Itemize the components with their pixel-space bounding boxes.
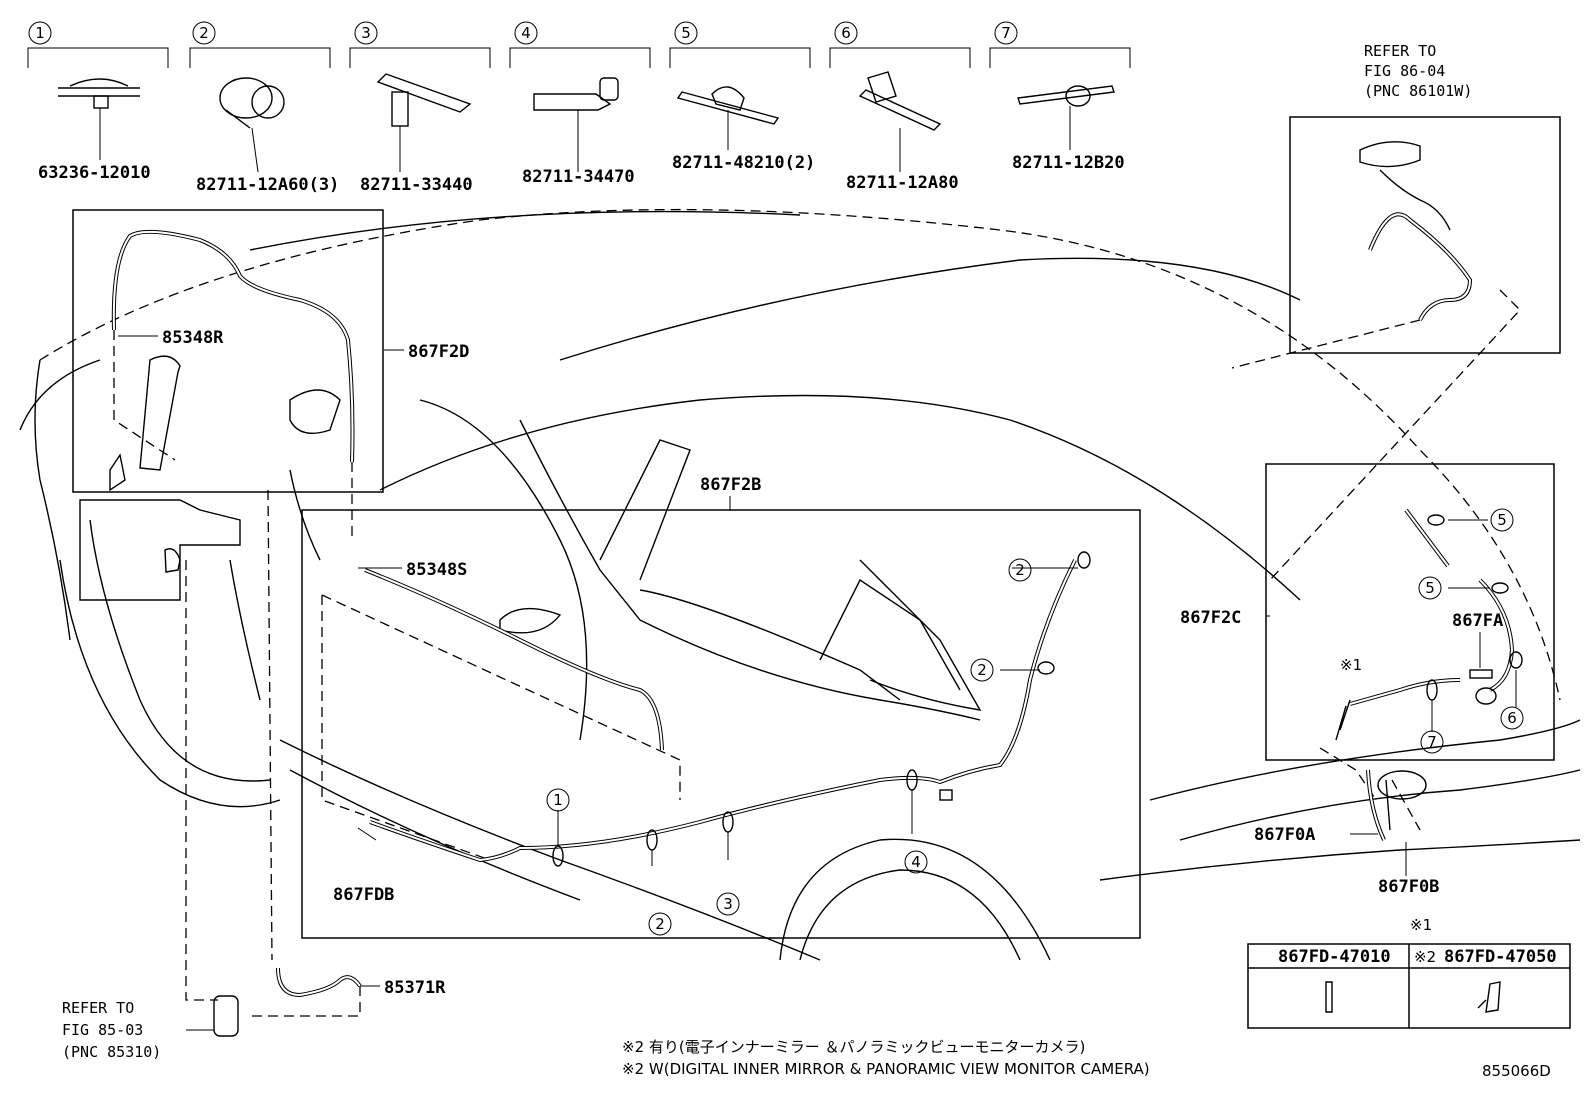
figure-id: 855066D bbox=[1482, 1062, 1551, 1080]
label-867F2D: 867F2D bbox=[408, 342, 469, 362]
refer-bottom-line2: FIG 85-03 bbox=[62, 1021, 143, 1039]
clip-1-index: 1 bbox=[35, 24, 45, 42]
label-867FA: 867FA bbox=[1452, 611, 1503, 631]
refer-texts: REFER TO FIG 86-04 (PNC 86101W) REFER TO… bbox=[62, 42, 1472, 1061]
clip-4-part-number: 82711-34470 bbox=[522, 167, 635, 187]
label-867F2C: 867F2C bbox=[1180, 608, 1241, 628]
clip-2-part-number: 82711-12A60(3) bbox=[196, 175, 339, 195]
clip-2: 2 82711-12A60(3) bbox=[189, 21, 339, 195]
refer-top-line2: FIG 86-04 bbox=[1364, 62, 1445, 80]
pump-connection bbox=[185, 489, 380, 1037]
clip-6: 6 82711-12A80 bbox=[829, 21, 971, 193]
clip-7: 7 82711-12B20 bbox=[989, 21, 1131, 173]
refer-top-line3: (PNC 86101W) bbox=[1364, 82, 1472, 100]
detail-box-867F2D bbox=[72, 209, 384, 540]
clip-7-index: 7 bbox=[1001, 24, 1011, 42]
detail-box-867F2C bbox=[1265, 463, 1555, 876]
label-867F0A: 867F0A bbox=[1254, 825, 1315, 845]
callout-5-lower: 5 bbox=[1425, 579, 1435, 597]
label-85371R: 85371R bbox=[384, 978, 446, 998]
table-col1-header: 867FD-47010 bbox=[1278, 947, 1391, 967]
vehicle-outline bbox=[19, 208, 1581, 961]
callout-2-lower: 2 bbox=[655, 915, 665, 933]
footnote-japanese: ※2 有り(電子インナーミラー ＆パノラミックビューモニターカメラ) bbox=[622, 1038, 1085, 1056]
clip-5-part-number: 82711-48210(2) bbox=[672, 153, 815, 173]
label-867F2B: 867F2B bbox=[700, 475, 761, 495]
label-85348S: 85348S bbox=[406, 560, 467, 580]
table-header-mark: ※1 bbox=[1410, 916, 1432, 934]
clip-6-index: 6 bbox=[841, 24, 851, 42]
refer-bottom-line1: REFER TO bbox=[62, 999, 134, 1017]
callout-6: 6 bbox=[1507, 709, 1517, 727]
clip-5-index: 5 bbox=[681, 24, 691, 42]
clip-4-index: 4 bbox=[521, 24, 531, 42]
footnote-english: ※2 W(DIGITAL INNER MIRROR & PANORAMIC VI… bbox=[622, 1060, 1150, 1078]
callout-4: 4 bbox=[911, 853, 921, 871]
callout-7: 7 bbox=[1427, 733, 1437, 751]
callout-circles: 1 2 2 2 3 4 5 5 6 7 ※1 bbox=[546, 508, 1524, 936]
clip-1: 1 63236-12010 bbox=[27, 21, 169, 183]
refer-top-line1: REFER TO bbox=[1364, 42, 1436, 60]
table-col2-mark: ※2 bbox=[1414, 948, 1436, 966]
detail-box-867F2B bbox=[301, 509, 1141, 939]
clip-3-part-number: 82711-33440 bbox=[360, 175, 473, 195]
callout-3: 3 bbox=[723, 895, 733, 913]
footnotes: ※2 有り(電子インナーミラー ＆パノラミックビューモニターカメラ) ※2 W(… bbox=[622, 1038, 1551, 1080]
clip-3-index: 3 bbox=[361, 24, 371, 42]
washer-tank bbox=[79, 355, 241, 601]
refer-box-camera bbox=[1231, 116, 1561, 581]
callout-5-upper: 5 bbox=[1497, 511, 1507, 529]
clip-7-part-number: 82711-12B20 bbox=[1012, 153, 1125, 173]
clip-3: 3 82711-33440 bbox=[349, 21, 491, 195]
clip-5: 5 82711-48210(2) bbox=[669, 21, 815, 173]
refer-bottom-line3: (PNC 85310) bbox=[62, 1043, 161, 1061]
callout-1: 1 bbox=[553, 791, 563, 809]
label-867F0B: 867F0B bbox=[1378, 877, 1439, 897]
part-labels: 85348R 867F2D 867F2B 85348S 867FDB 85371… bbox=[118, 328, 1503, 998]
clip-row: 1 63236-12010 2 82711-12A60(3) 3 82 bbox=[27, 21, 1131, 195]
clip-6-part-number: 82711-12A80 bbox=[846, 173, 959, 193]
clip-1-part-number: 63236-12010 bbox=[38, 163, 151, 183]
callout-2-middle: 2 bbox=[977, 661, 987, 679]
mark-note-1: ※1 bbox=[1340, 656, 1362, 674]
callout-2-upper: 2 bbox=[1015, 561, 1025, 579]
clip-4: 4 82711-34470 bbox=[509, 21, 651, 187]
variant-table: ※1 867FD-47010 ※2 867FD-47050 bbox=[1247, 916, 1571, 1029]
table-col2-header: 867FD-47050 bbox=[1444, 947, 1557, 967]
label-867FDB: 867FDB bbox=[333, 885, 394, 905]
clip-2-index: 2 bbox=[199, 24, 209, 42]
label-85348R: 85348R bbox=[162, 328, 224, 348]
